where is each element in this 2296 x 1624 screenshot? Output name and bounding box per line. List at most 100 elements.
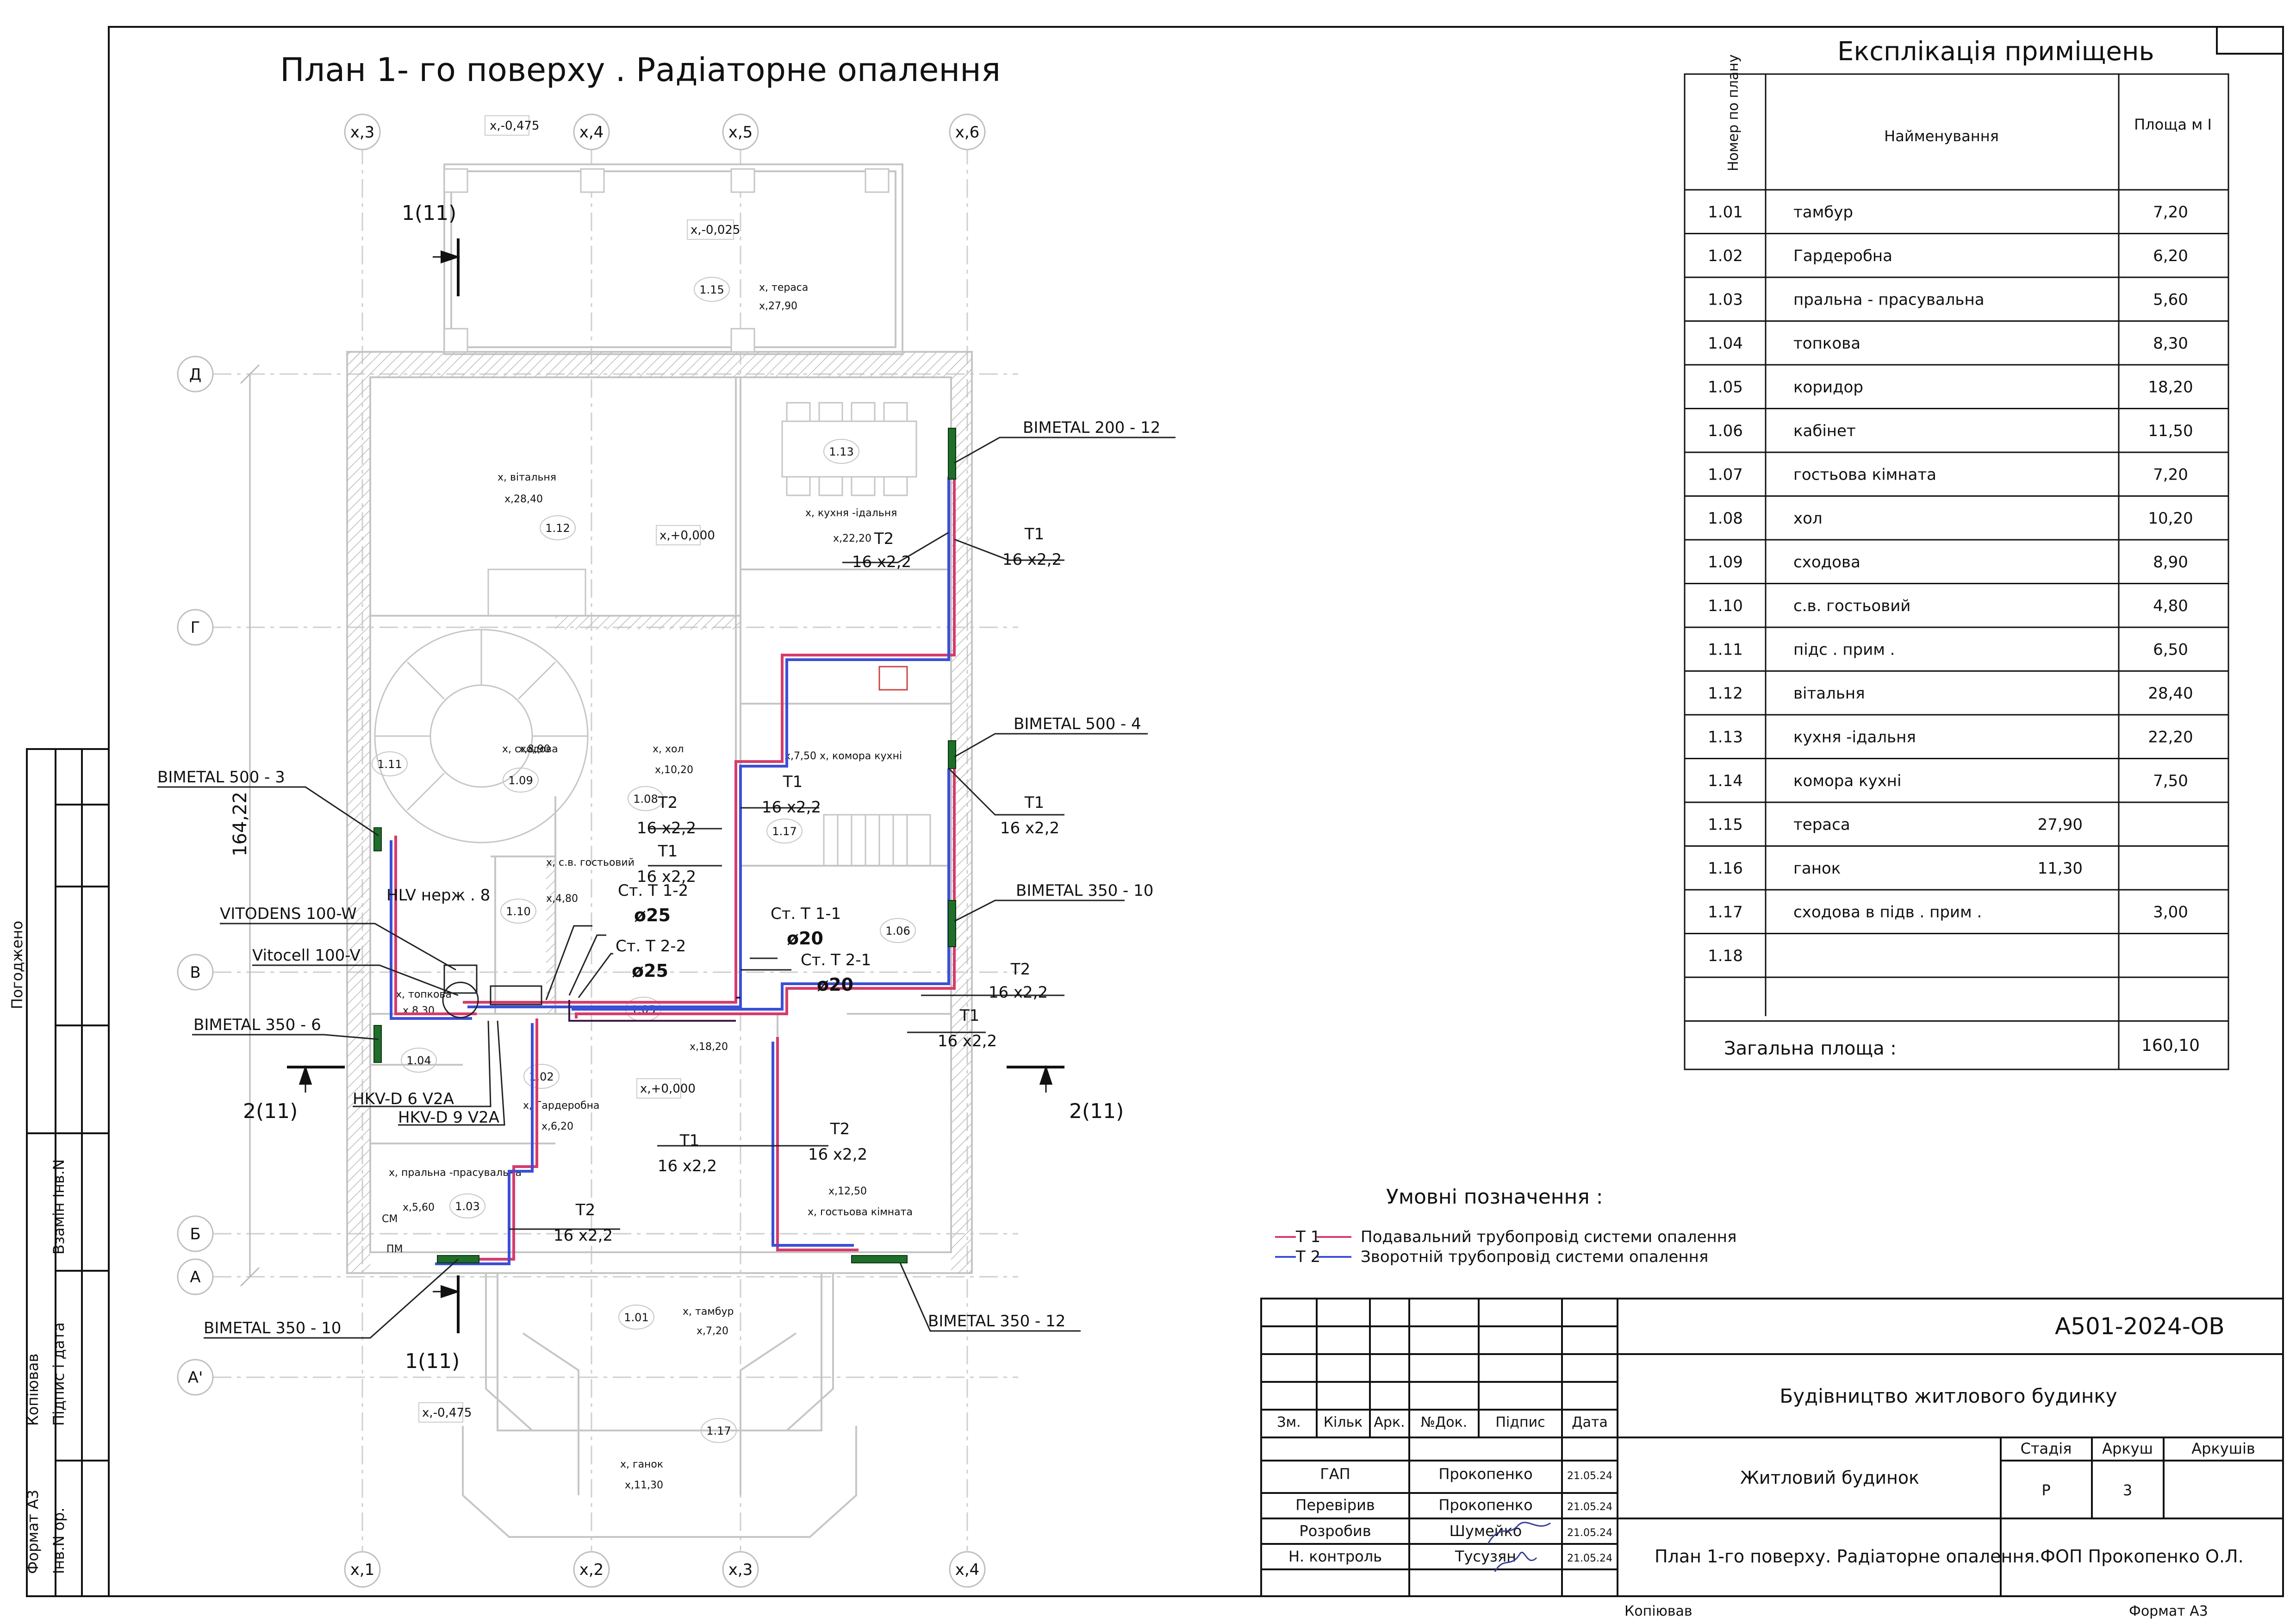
explication-num: 1.10 <box>1708 597 1743 615</box>
legend-text-2: Зворотній трубопровід системи опалення <box>1361 1248 1708 1266</box>
tb-col-kilk: Кільк <box>1324 1414 1363 1430</box>
explication-area: 4,80 <box>2153 597 2188 615</box>
dimension-left <box>240 364 260 1287</box>
explication-num: 1.03 <box>1708 290 1743 309</box>
explication-name: тераса <box>1793 815 1850 834</box>
level-box-1 <box>485 115 529 136</box>
pipe-supply-t1 <box>394 472 956 1261</box>
pipe-size-t1-c: 16 х2,2 <box>762 798 821 817</box>
explication-name: хол <box>1793 509 1823 528</box>
explication-name: топкова <box>1793 334 1860 353</box>
explication-header-name: Найменування <box>1884 127 1999 145</box>
explication-area: 5,60 <box>2153 290 2188 309</box>
section-mark-4: 1(11) <box>405 1349 460 1373</box>
axis-bubbles <box>177 113 986 1588</box>
explication-grid <box>1684 73 2229 1070</box>
explication-title: Експлікація приміщень <box>1837 37 2154 67</box>
dining-table <box>781 402 917 496</box>
collector <box>490 985 542 1006</box>
level-3: х,+0,000 <box>660 529 715 543</box>
room-terrace-area: х,27,90 <box>759 300 797 312</box>
explication-num: 1.14 <box>1708 772 1743 790</box>
radiator-label-4: BIMETAL 500 - 3 <box>157 768 285 787</box>
explication-area: 8,30 <box>2153 334 2188 353</box>
explication-num: 1.15 <box>1708 815 1743 834</box>
explication-area: 7,50 <box>2153 772 2188 790</box>
room-kitchen-area: х,22,20 <box>833 533 871 544</box>
axis-top-2: х,4 <box>579 123 604 142</box>
radiator-label-1: BIMETAL 200 - 12 <box>1023 418 1160 437</box>
explication-area: 11,50 <box>2148 422 2193 440</box>
equip-tank: Vitocell 100-V <box>252 946 361 965</box>
explication-area: 7,20 <box>2153 203 2188 221</box>
radiator-2 <box>948 740 956 769</box>
radiator-label-5: BIMETAL 350 - 6 <box>193 1016 321 1034</box>
explication-name: сходова в підв . прим . <box>1793 903 1982 921</box>
signature-scribbles <box>1487 1522 1551 1572</box>
pipe-dark <box>568 997 740 1022</box>
room-sm: СМ <box>382 1213 398 1225</box>
side-copied: Копіював <box>24 1354 42 1426</box>
explication-num: 1.12 <box>1708 684 1743 703</box>
axis-left-4: Б <box>190 1225 200 1243</box>
level-1: х,-0,475 <box>490 119 539 133</box>
axis-bottom-2: х,2 <box>579 1561 604 1579</box>
equip-collector: HLV нерж . 8 <box>386 886 490 905</box>
riser-name-4: Ст. Т 2-1 <box>801 951 871 969</box>
dimension-value: 164,22 <box>230 792 251 856</box>
explication-total-label: Загальна площа : <box>1724 1038 1897 1059</box>
fireplace <box>487 568 586 617</box>
section-mark-1: 1(11) <box>402 201 456 225</box>
tb-date-1: 21.05.24 <box>1567 1470 1612 1482</box>
radiator-label-7: BIMETAL 350 - 12 <box>928 1312 1065 1330</box>
room-stair: х, сходова <box>502 743 558 755</box>
room-laundry: х, пральна -прасувальна <box>389 1167 522 1179</box>
explication-num: 1.05 <box>1708 378 1743 396</box>
pipe-size-t2-e: 16 х2,2 <box>989 983 1048 1002</box>
tb-col-doc: №Док. <box>1421 1414 1468 1430</box>
tb-stage-h: Стадія <box>2021 1440 2072 1457</box>
room-tag-7: 1.10 <box>506 905 530 918</box>
pipe-size-t2-g: 16 х2,2 <box>554 1226 613 1245</box>
room-terrace: х, тераса <box>759 282 808 294</box>
explication-num: 1.01 <box>1708 203 1743 221</box>
boiler-unit <box>443 964 478 994</box>
room-tag-4: 1.11 <box>377 758 402 771</box>
section-marks <box>287 238 1064 1333</box>
equip-boiler: VITODENS 100-W <box>220 905 357 923</box>
room-pm: ПМ <box>386 1243 403 1255</box>
pipe-label-t1-c: Т1 <box>783 773 803 791</box>
legend-text-1: Подавальний трубопровід системи опалення <box>1361 1228 1736 1246</box>
side-format: Формат А3 <box>24 1490 42 1574</box>
axis-left-2: Г <box>191 618 200 637</box>
room-guest-area: х,12,50 <box>828 1186 867 1197</box>
explication-name: кабінет <box>1793 422 1856 440</box>
pipe-label-t1-f: Т1 <box>679 1131 699 1150</box>
room-ganok-area: х,11,30 <box>625 1480 663 1491</box>
axis-top-1: х,3 <box>350 123 375 142</box>
room-wardrobe: х, Гардеробна <box>523 1100 599 1112</box>
level-box-2 <box>687 219 734 240</box>
level-box-4 <box>636 1078 681 1099</box>
level-4: х,+0,000 <box>640 1082 696 1096</box>
pipe-label-t2-c: Т2 <box>658 793 678 812</box>
axis-bottom-1: х,1 <box>350 1561 375 1579</box>
chimney <box>878 666 908 691</box>
pipe-size-t1-a: 16 х2,2 <box>1002 550 1062 569</box>
radiator-label-6: BIMETAL 350 - 10 <box>204 1319 341 1337</box>
explication-name: комора кухні <box>1793 772 1901 790</box>
radiator-7 <box>851 1255 908 1263</box>
explication-name: підс . прим . <box>1793 640 1895 659</box>
pipe-label-t2-f: Т2 <box>830 1120 850 1138</box>
tb-sheet: 3 <box>2123 1481 2132 1499</box>
radiator-label-3: BIMETAL 350 - 10 <box>1016 881 1153 900</box>
side-inv: Інв.N ор. <box>50 1507 68 1574</box>
section-mark-3: 2(11) <box>1069 1099 1124 1123</box>
explication-num: 1.04 <box>1708 334 1743 353</box>
riser-dia-2: ø25 <box>632 961 668 981</box>
riser-name-2: Ст. Т 2-2 <box>616 937 686 956</box>
explication-header-num: Номер по плану <box>1725 54 1742 171</box>
tb-role-2: Перевірив <box>1295 1496 1375 1514</box>
tb-col-ark: Арк. <box>1374 1414 1405 1430</box>
